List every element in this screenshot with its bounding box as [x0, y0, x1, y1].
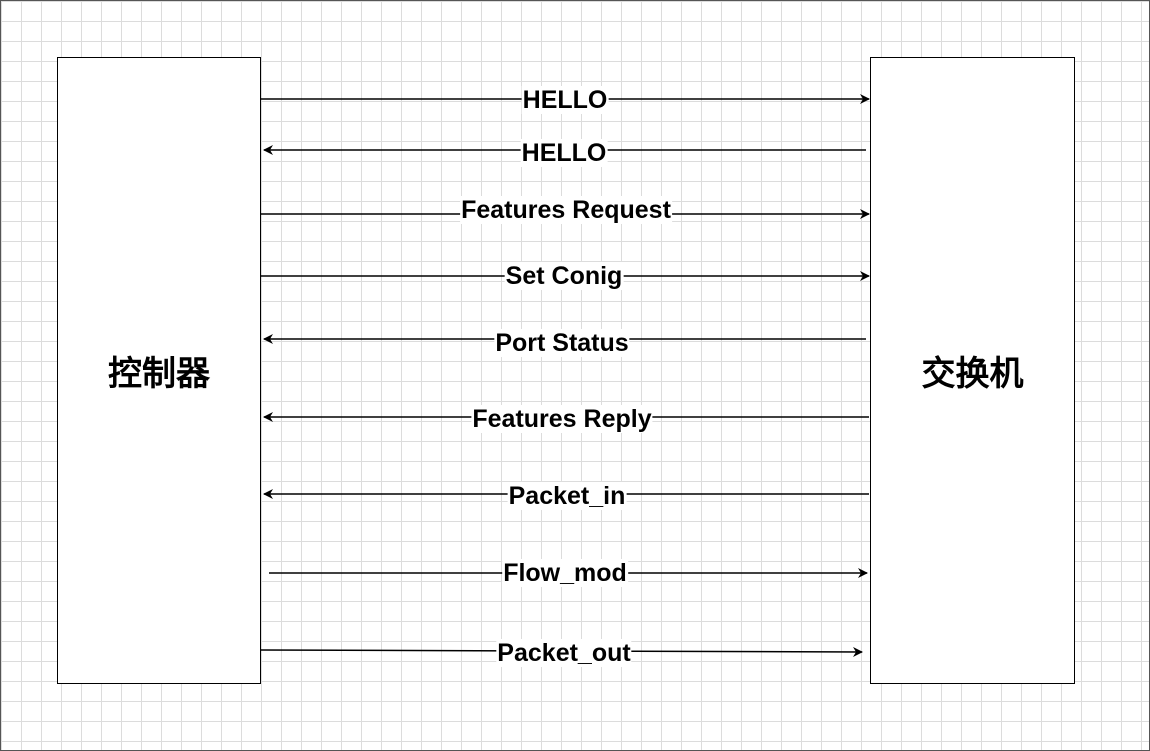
message-label-9: Packet_out: [496, 639, 632, 667]
message-label-7: Packet_in: [507, 482, 627, 510]
message-label-6: Features Reply: [471, 405, 653, 433]
switch-label: 交换机: [921, 354, 1024, 394]
switch-box: 交换机: [870, 57, 1075, 684]
message-label-5: Port Status: [494, 329, 630, 357]
controller-box: 控制器: [57, 57, 261, 684]
message-label-8: Flow_mod: [502, 559, 628, 587]
controller-label: 控制器: [108, 354, 210, 394]
message-label-4: Set Conig: [504, 262, 624, 290]
message-label-3: Features Request: [460, 196, 672, 224]
message-label-2: HELLO: [520, 139, 608, 167]
message-label-1: HELLO: [521, 86, 609, 114]
